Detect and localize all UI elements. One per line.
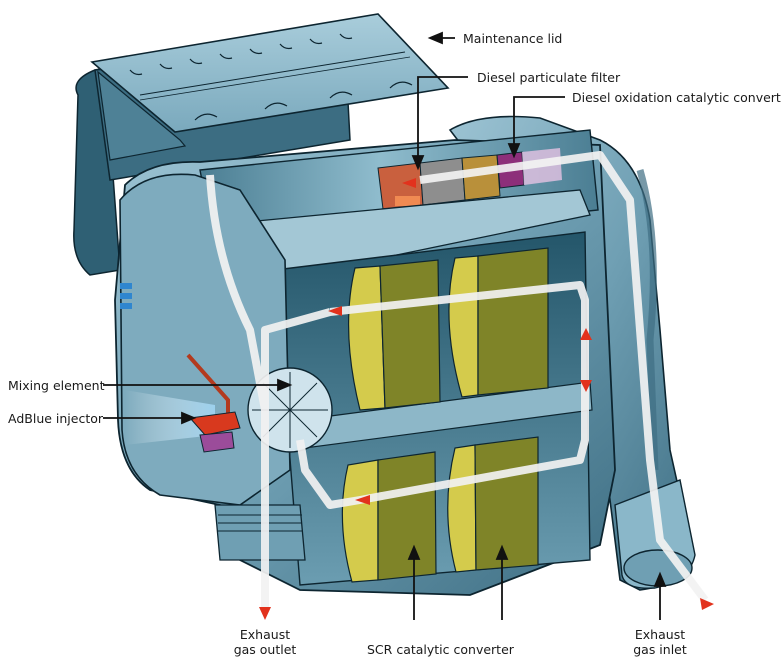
adblue-injector — [189, 411, 241, 436]
maintenance-lid — [90, 13, 450, 161]
flow-arrow-upper-scr — [328, 306, 342, 316]
label-exhaust-gas-inlet-line1: Exhaust — [634, 627, 686, 642]
exhaust-flow-path — [206, 151, 709, 610]
scr-block-lower-right — [447, 436, 539, 573]
flow-arrows — [259, 178, 714, 620]
outlet-flange — [214, 504, 306, 561]
dpf-segment-gold — [461, 154, 501, 201]
flow-arrow-inlet — [700, 598, 714, 610]
label-scr-catalytic-converter: SCR catalytic converter — [367, 642, 514, 657]
callout-doc — [513, 96, 565, 148]
flow-arrow-lower-scr — [355, 495, 370, 505]
label-diesel-oxidation-catalytic-converter: Diesel oxidation catalytic converter — [572, 90, 781, 105]
label-exhaust-gas-outlet-line1: Exhaust — [239, 627, 291, 642]
label-exhaust-gas-inlet-line2: gas inlet — [633, 642, 687, 657]
brand-logo-stripes — [120, 283, 132, 309]
label-adblue-injector: AdBlue injector — [8, 411, 104, 426]
flow-arrow-dpf — [402, 178, 416, 188]
flow-arrow-right-down — [580, 380, 592, 392]
scr-block-upper-left — [348, 259, 441, 411]
scr-block-upper-right — [448, 247, 549, 398]
scr-block-lower-left — [341, 451, 437, 583]
label-diesel-particulate-filter: Diesel particulate filter — [477, 70, 621, 85]
flow-arrow-outlet — [259, 607, 271, 620]
injector-base — [199, 431, 235, 453]
callout-dpf — [417, 76, 468, 160]
callout-lines — [103, 31, 667, 620]
label-mixing-element: Mixing element — [8, 378, 105, 393]
flow-arrow-right-up — [580, 328, 592, 340]
label-exhaust-gas-outlet-line2: gas outlet — [233, 642, 297, 657]
label-maintenance-lid: Maintenance lid — [463, 31, 563, 46]
label-exhaust-gas-outlet: Exhaust gas outlet — [232, 627, 298, 657]
label-exhaust-gas-inlet: Exhaust gas inlet — [627, 627, 693, 657]
